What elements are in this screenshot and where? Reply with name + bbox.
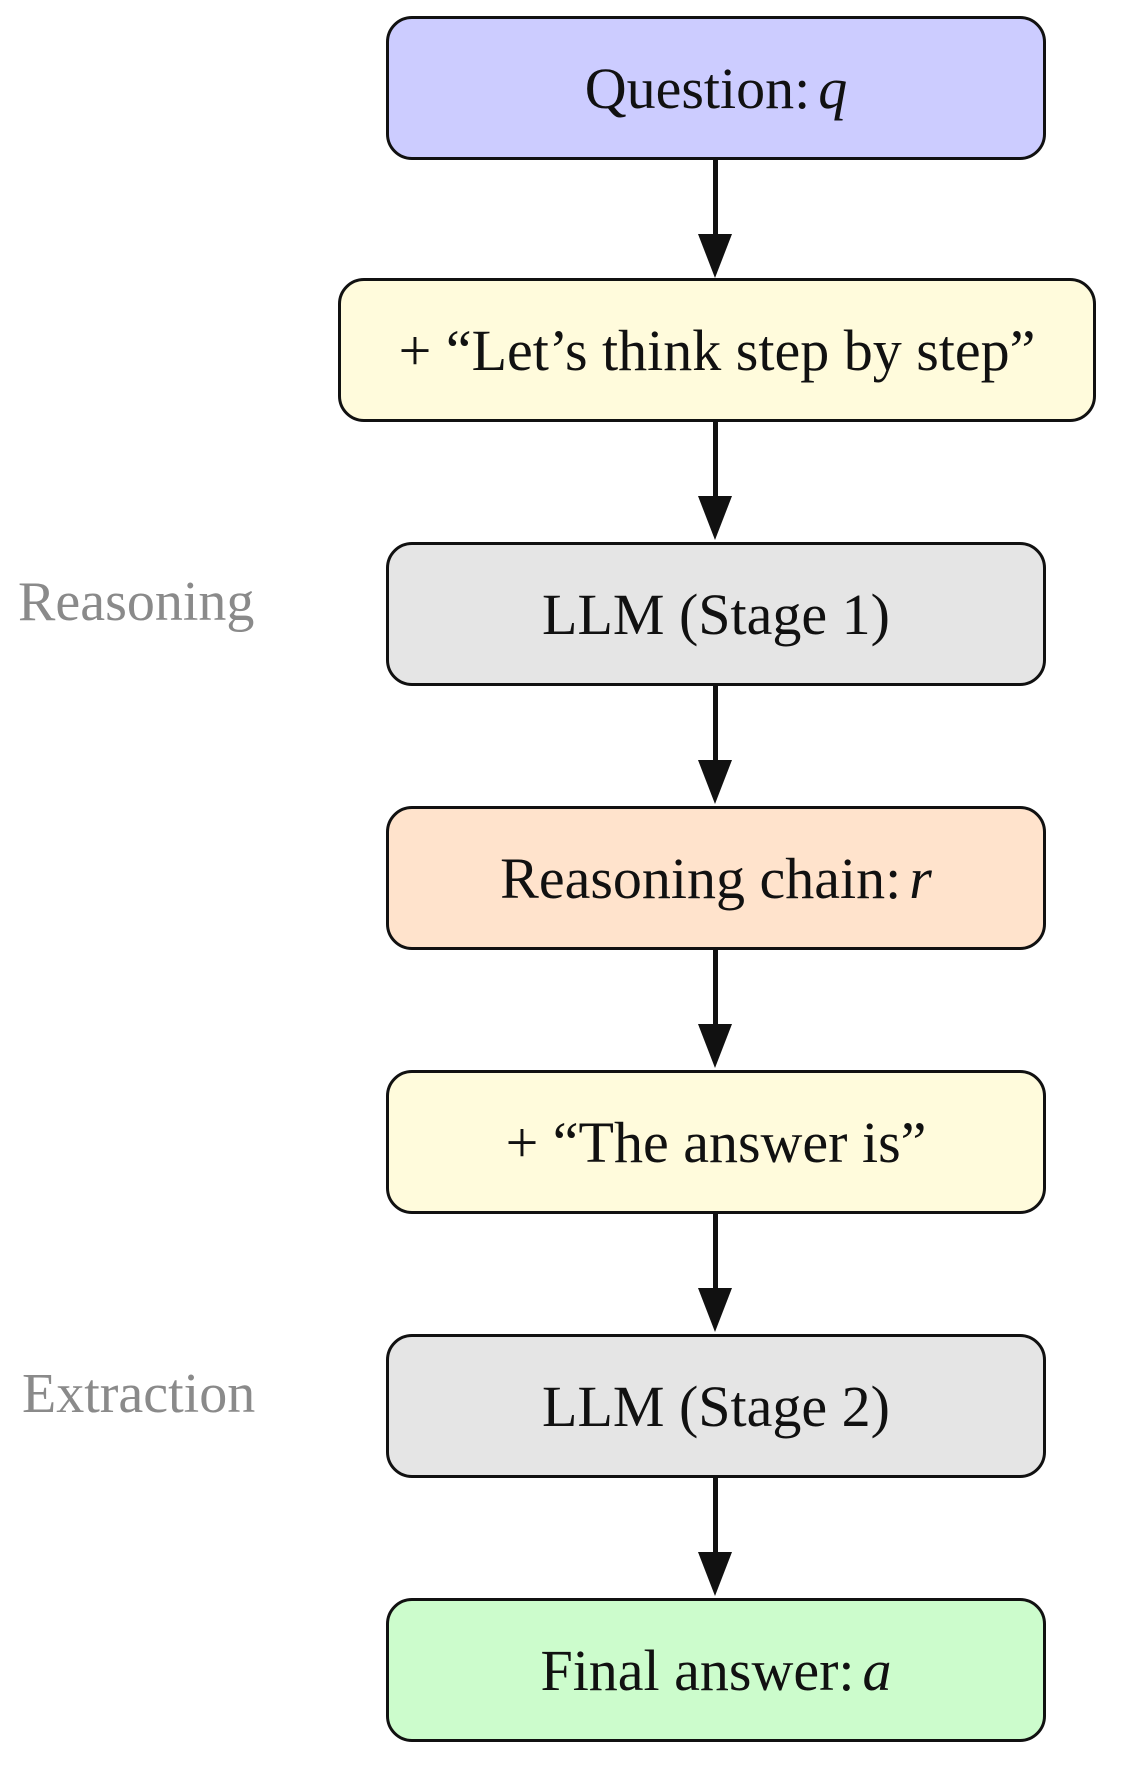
llm-stage2-label: LLM (Stage 2) [542,1373,890,1439]
llm-stage1-node: LLM (Stage 1) [386,542,1046,686]
answer-trigger-node: + “The answer is” [386,1070,1046,1214]
final-answer-node: Final answer: a [386,1598,1046,1742]
reasoning-chain-label: Reasoning chain: [500,845,902,911]
cot-trigger-label: + “Let’s think step by step” [398,317,1036,383]
llm-stage2-node: LLM (Stage 2) [386,1334,1046,1478]
question-node: Question: q [386,16,1046,160]
final-answer-variable: a [862,1637,892,1703]
llm-stage1-label: LLM (Stage 1) [542,581,890,647]
reasoning-chain-variable: r [909,845,932,911]
question-label: Question: [584,55,811,121]
question-variable: q [818,55,848,121]
answer-trigger-label: + “The answer is” [505,1109,927,1175]
stage-label-reasoning: Reasoning [18,571,255,633]
cot-trigger-node: + “Let’s think step by step” [338,278,1096,422]
stage-label-extraction: Extraction [22,1363,256,1425]
reasoning-chain-node: Reasoning chain: r [386,806,1046,950]
final-answer-label: Final answer: [540,1637,855,1703]
